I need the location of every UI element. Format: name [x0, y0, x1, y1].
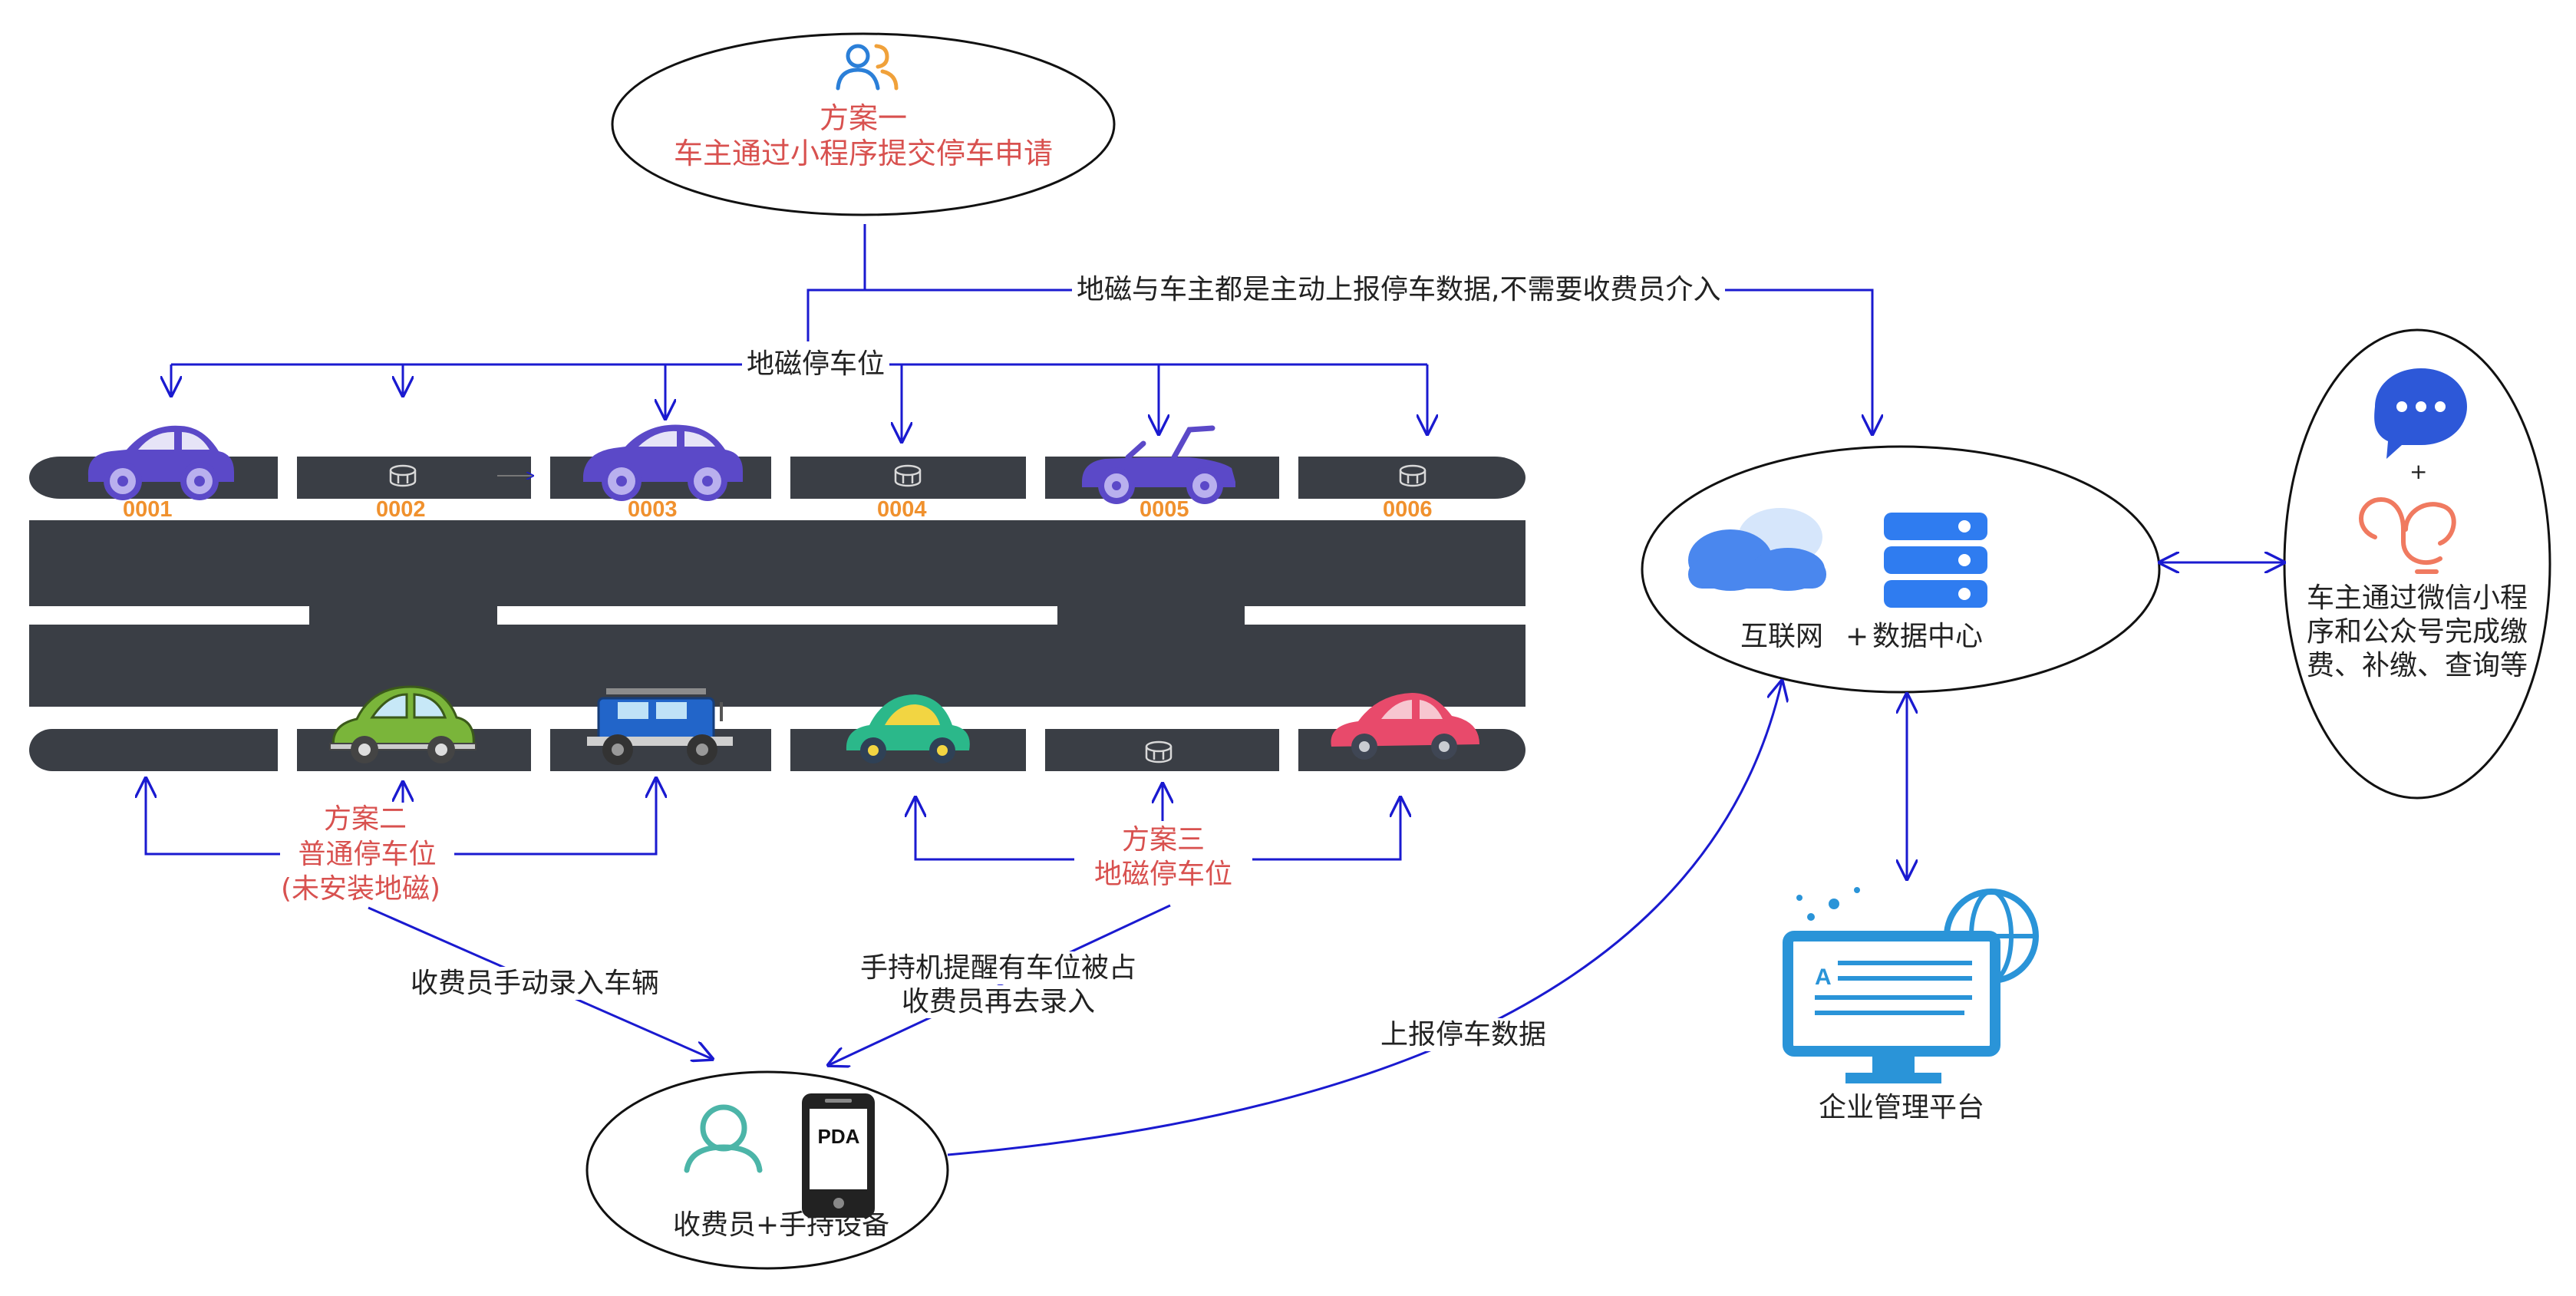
divider: [278, 453, 297, 499]
scheme1-text: 车主通过小程序提交停车申请: [673, 137, 1053, 170]
spot-number: 0006: [1383, 497, 1433, 522]
divider: [1026, 729, 1045, 775]
spot-number: 0003: [628, 497, 678, 522]
cloud-plus: +: [1845, 621, 1869, 652]
spot-number: 0005: [1140, 497, 1189, 522]
collector-device-label: 收费员+手持设备: [673, 1209, 890, 1241]
collector-manual-label: 收费员手动录入车辆: [406, 967, 665, 1001]
car-icon-blue-jeep: [587, 688, 733, 765]
car-icon-purple: [87, 425, 234, 500]
divider: [531, 453, 550, 499]
car-icon-red: [1331, 693, 1479, 760]
sensor-icon: [1399, 464, 1427, 487]
data-center-label: 数据中心: [1872, 621, 1984, 652]
lane-stripe: [1245, 606, 1525, 625]
scheme2-title: 方案二: [292, 803, 439, 836]
car-icon-teal: [846, 694, 970, 763]
enterprise-platform-label: 企业管理平台: [1819, 1092, 1985, 1123]
spot-number: 0004: [877, 497, 927, 522]
collector-to-cloud: [947, 681, 1782, 1156]
divider: [278, 729, 297, 775]
scheme2-line1: 普通停车位: [280, 838, 454, 872]
wechat-text-line2: 序和公众号完成缴: [2306, 616, 2528, 648]
report-data-label: 上报停车数据: [1376, 1018, 1552, 1052]
bottom-spot-dividers: [278, 729, 1298, 775]
scheme1-title: 方案一: [819, 101, 907, 135]
internet-label: 互联网: [1740, 621, 1824, 652]
car-icon-purple-convertible: [1082, 425, 1235, 504]
divider: [771, 729, 790, 775]
geomagnetic-sensor-icons: [389, 464, 1427, 763]
lane-stripe: [29, 606, 309, 625]
users-icon: [836, 44, 899, 91]
divider: [1279, 729, 1298, 775]
svg-text:A: A: [1815, 965, 1832, 990]
collector-person-icon: [684, 1104, 763, 1173]
collector-ellipse: [585, 1070, 949, 1270]
car-icon-green-beetle: [329, 685, 477, 763]
spot-number: 0002: [376, 497, 426, 522]
flow-top-label: 地磁与车主都是主动上报停车数据,不需要收费员介入: [1072, 273, 1726, 307]
top-spot-dividers: [278, 453, 1298, 499]
scheme3-line1: 地磁停车位: [1074, 858, 1252, 892]
chat-bubble-icon: [2374, 368, 2467, 459]
flow-top-to-cloud: [865, 289, 1872, 434]
scheme1-ellipse: [611, 32, 1116, 216]
mini-program-icon: [2359, 497, 2456, 574]
pda-device-icon: PDA: [802, 1093, 875, 1218]
geomag-spots-label: 地磁停车位: [742, 348, 890, 381]
divider: [771, 453, 790, 499]
scheme1-to-junction: [806, 224, 866, 341]
divider: [1026, 453, 1045, 499]
lane-stripe: [497, 606, 1057, 625]
spot-number: 0001: [123, 497, 173, 522]
road: [29, 453, 1525, 775]
pda-reminder-line2: 收费员再去录入: [886, 985, 1110, 1019]
car-icon-purple: [583, 424, 743, 501]
pda-label: PDA: [818, 1125, 860, 1148]
sensor-icon: [389, 464, 417, 487]
wechat-text-line1: 车主通过微信小程: [2306, 582, 2528, 614]
server-icon: [1884, 513, 1987, 608]
sensor-icon: [894, 464, 922, 487]
sensor-icon: [1145, 740, 1173, 763]
scheme2-line2: (未安装地磁): [280, 873, 441, 905]
wechat-plus: +: [2409, 459, 2428, 484]
cloud-icon: [1688, 508, 1826, 591]
wechat-text-line3: 费、补缴、查询等: [2306, 650, 2528, 681]
pda-reminder-line1: 手持机提醒有车位被占: [848, 951, 1149, 985]
scheme3-title: 方案三: [1090, 823, 1237, 857]
divider: [1279, 453, 1298, 499]
divider: [531, 729, 550, 775]
enterprise-monitor-icon: A: [1783, 887, 2039, 1083]
